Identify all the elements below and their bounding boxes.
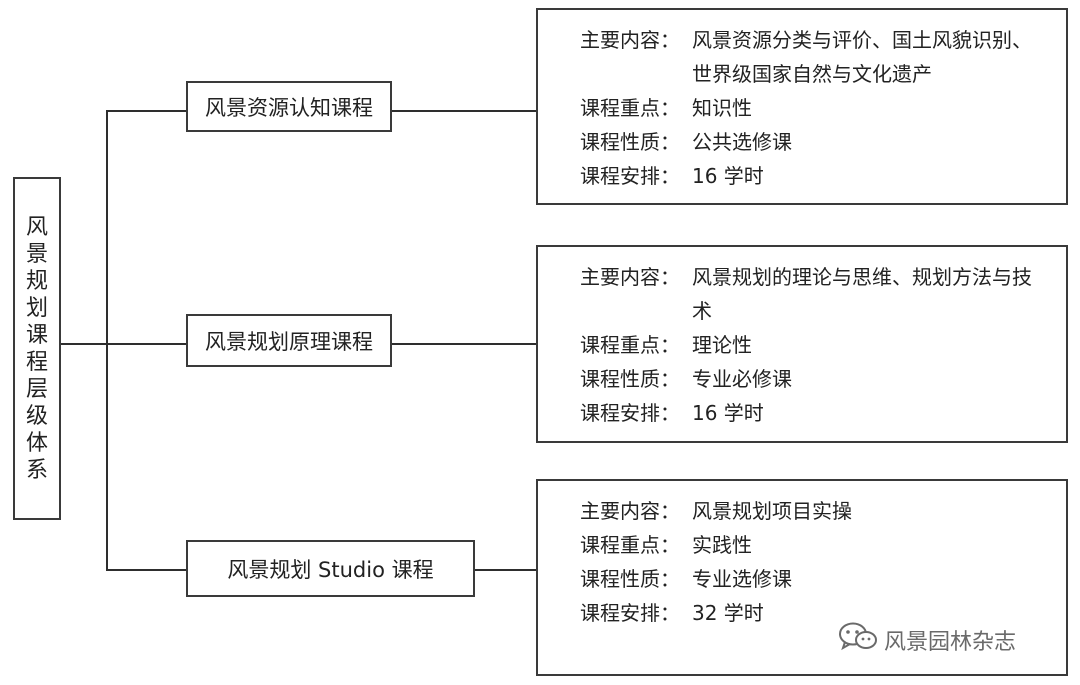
detail-label: 课程性质： [580,130,680,154]
connector-detail-3 [475,569,536,571]
connector-branch-3 [106,569,186,571]
detail-row-content: 主要内容： 风景资源分类与评价、国土风貌识别、世界级国家自然与文化遗产 [580,23,1056,91]
detail-value: 风景规划项目实操 [692,499,852,523]
detail-row-focus: 课程重点： 实践性 [580,528,1056,562]
detail-value: 32 学时 [692,601,764,625]
detail-label: 课程重点： [580,96,680,120]
connector-detail-1 [392,110,536,112]
detail-panel-planning-studio: 主要内容： 风景规划项目实操 课程重点： 实践性 课程性质： 专业选修课 课程安… [536,479,1068,676]
detail-label: 课程性质： [580,567,680,591]
detail-value: 专业必修课 [692,367,792,391]
detail-value: 公共选修课 [692,130,792,154]
course-node-planning-studio: 风景规划 Studio 课程 [186,540,475,597]
watermark: 风景园林杂志 [838,622,1016,658]
detail-label: 主要内容： [580,265,680,289]
detail-label: 课程安排： [580,164,680,188]
root-label-char: 课 [25,322,48,348]
detail-panel-resource-cognition: 主要内容： 风景资源分类与评价、国土风貌识别、世界级国家自然与文化遗产 课程重点… [536,8,1068,205]
course-node-label: 风景规划 Studio 课程 [227,557,434,582]
detail-row-nature: 课程性质： 专业选修课 [580,562,1056,596]
watermark-text: 风景园林杂志 [884,630,1017,655]
root-node: 风景规划课程层级体系 [13,177,61,520]
detail-row-schedule: 课程安排： 32 学时 [580,596,1056,630]
course-node-label: 风景规划原理课程 [205,329,373,354]
connector-vertical-trunk [106,110,108,570]
detail-value: 16 学时 [692,164,764,188]
detail-panel-planning-principles: 主要内容： 风景规划的理论与思维、规划方法与技术 课程重点： 理论性 课程性质：… [536,245,1068,443]
detail-row-content: 主要内容： 风景规划的理论与思维、规划方法与技术 [580,260,1056,328]
detail-value: 16 学时 [692,401,764,425]
root-label-char: 体 [25,430,48,456]
detail-label: 课程重点： [580,533,680,557]
detail-label: 课程重点： [580,333,680,357]
connector-detail-2 [392,343,536,345]
detail-value: 知识性 [692,96,752,120]
detail-label: 课程安排： [580,401,680,425]
detail-value: 风景资源分类与评价、国土风貌识别、世界级国家自然与文化遗产 [692,28,1032,86]
root-label-char: 规 [25,268,48,294]
root-label-char: 风 [25,214,48,240]
root-label-char: 程 [25,349,48,375]
detail-label: 主要内容： [580,499,680,523]
root-label-char: 级 [25,403,48,429]
root-label-char: 划 [25,295,48,321]
root-label-char: 层 [25,376,48,402]
detail-row-content: 主要内容： 风景规划项目实操 [580,494,1056,528]
connector-branch-1 [106,110,186,112]
connector-branch-2 [106,343,186,345]
detail-label: 课程性质： [580,367,680,391]
course-node-resource-cognition: 风景资源认知课程 [186,81,392,132]
detail-row-focus: 课程重点： 理论性 [580,328,1056,362]
detail-row-schedule: 课程安排： 16 学时 [580,159,1056,193]
detail-value: 专业选修课 [692,567,792,591]
detail-row-focus: 课程重点： 知识性 [580,91,1056,125]
detail-row-nature: 课程性质： 专业必修课 [580,362,1056,396]
connector-root-trunk [61,343,107,345]
detail-label: 主要内容： [580,28,680,52]
detail-row-nature: 课程性质： 公共选修课 [580,125,1056,159]
detail-value: 实践性 [692,533,752,557]
detail-value: 风景规划的理论与思维、规划方法与技术 [692,265,1032,323]
course-node-label: 风景资源认知课程 [205,95,373,120]
detail-label: 课程安排： [580,601,680,625]
root-label-char: 系 [25,457,48,483]
course-node-planning-principles: 风景规划原理课程 [186,314,392,367]
wechat-icon [838,622,884,658]
root-label-char: 景 [25,241,48,267]
detail-row-schedule: 课程安排： 16 学时 [580,396,1056,430]
detail-value: 理论性 [692,333,752,357]
